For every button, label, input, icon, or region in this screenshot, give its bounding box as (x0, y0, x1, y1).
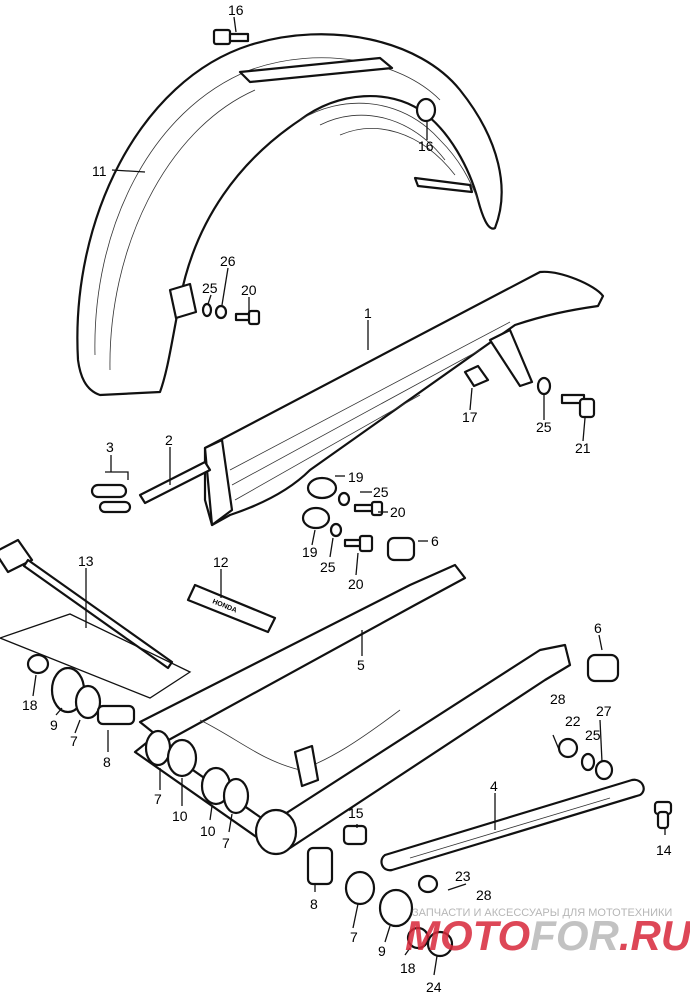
watermark-caption: ЗАПЧАСТИ И АКСЕССУАРЫ ДЛЯ МОТОТЕХНИКИ (412, 907, 672, 919)
callout-11: 11 (92, 163, 107, 179)
callout-20-fender: 20 (241, 282, 257, 298)
callout-7-mid: 7 (154, 791, 162, 807)
callout-25-case: 25 (536, 419, 552, 435)
callout-24: 24 (426, 979, 442, 995)
bolt-16-top (212, 28, 250, 46)
bolt-20-fender (234, 309, 261, 326)
nut-23 (417, 874, 439, 894)
callout-23: 23 (455, 868, 471, 884)
washer-18-right (406, 926, 430, 950)
callout-17: 17 (462, 409, 478, 425)
watermark-logo-moto: MOTO (405, 912, 530, 959)
callout-9-right: 9 (378, 943, 386, 959)
grommet-19-lower (301, 506, 331, 530)
callout-5: 5 (357, 657, 365, 673)
callout-16-inner: 16 (418, 138, 434, 154)
bushing-6-upper (386, 536, 416, 562)
clip-17 (463, 364, 490, 388)
leader-lines (32, 16, 666, 976)
callout-2: 2 (165, 432, 173, 448)
seal-10-mid (166, 738, 198, 778)
callout-10-mid: 10 (172, 808, 188, 824)
callout-18-left: 18 (22, 697, 38, 713)
callout-27: 27 (596, 703, 612, 719)
callout-1: 1 (364, 305, 372, 321)
emblem-12: HONDA (186, 583, 277, 634)
callout-3: 3 (106, 439, 114, 455)
callout-19-lower: 19 (302, 544, 318, 560)
callout-13: 13 (78, 553, 94, 569)
bushing-8-left (96, 704, 136, 726)
callout-28-lower: 28 (476, 887, 492, 903)
callout-18-right: 18 (400, 960, 416, 976)
nut-24 (426, 930, 454, 958)
bolt-21 (560, 393, 596, 419)
callout-6-right: 6 (594, 620, 602, 636)
callout-26: 26 (220, 253, 236, 269)
callout-25-upper: 25 (373, 484, 389, 500)
callout-7-left: 7 (70, 733, 78, 749)
washer-25-case (536, 376, 552, 396)
bolt-16-inner (415, 97, 437, 123)
callout-25-lower: 25 (320, 559, 336, 575)
cotter-pin-28-lower (447, 883, 467, 891)
nut-22 (557, 737, 579, 759)
rear-fender (76, 33, 503, 397)
collar-7-left (74, 684, 102, 720)
watermark-logo: MOTOFOR.RU (405, 912, 690, 959)
callout-9-left: 9 (50, 717, 58, 733)
grommet-19-upper (306, 476, 338, 500)
callout-8-left: 8 (103, 754, 111, 770)
callout-20-upper: 20 (390, 504, 406, 520)
callout-20-lower: 20 (348, 576, 364, 592)
nut-9-right (378, 888, 414, 928)
washer-25-right (580, 752, 596, 772)
callout-19-upper: 19 (348, 469, 364, 485)
washer-25-fender (201, 302, 213, 318)
collar-7-right (344, 870, 376, 906)
washer-25-lower (329, 522, 343, 538)
watermark: ЗАПЧАСТИ И АКСЕССУАРЫ ДЛЯ МОТОТЕХНИКИ MO… (405, 907, 690, 959)
grommet-27 (594, 759, 614, 781)
chain-2 (138, 460, 212, 505)
callout-7-lower: 7 (222, 835, 230, 851)
grease-nipple-15 (342, 824, 368, 846)
axle-13 (0, 538, 174, 670)
collar-7-lower (222, 777, 250, 815)
watermark-logo-for: FOR (530, 912, 619, 959)
callout-21: 21 (575, 440, 591, 456)
callout-12: 12 (213, 554, 229, 570)
callout-6-upper: 6 (431, 533, 439, 549)
bushing-6-right (586, 653, 620, 683)
watermark-logo-ru: .RU (619, 912, 690, 959)
callout-4: 4 (490, 778, 498, 794)
pivot-bushing (254, 808, 298, 856)
callout-16-top: 16 (228, 2, 244, 18)
callout-15: 15 (348, 805, 364, 821)
callout-14: 14 (656, 842, 672, 858)
bolt-20-lower (343, 534, 374, 553)
bolt-14 (653, 800, 673, 830)
washer-18-left (26, 653, 50, 675)
bolt-20-upper (353, 500, 384, 517)
callout-28-upper: 28 (550, 691, 566, 707)
callout-25-right: 25 (585, 727, 601, 743)
callout-7-right: 7 (350, 929, 358, 945)
washer-26 (214, 304, 228, 320)
axle-bag (0, 613, 192, 699)
washer-25-upper (337, 491, 351, 507)
bushing-8-right (306, 846, 334, 886)
torque-link-4 (380, 778, 645, 872)
callout-8-right: 8 (310, 896, 318, 912)
collar-7-mid (144, 729, 172, 767)
callout-22: 22 (565, 713, 581, 729)
callout-25-fender: 25 (202, 280, 218, 296)
master-link-3 (90, 483, 132, 514)
callout-numbers: 16 16 11 26 25 20 1 17 25 21 3 2 19 25 2… (22, 2, 672, 995)
chain-case (203, 270, 605, 527)
callout-10-lower: 10 (200, 823, 216, 839)
